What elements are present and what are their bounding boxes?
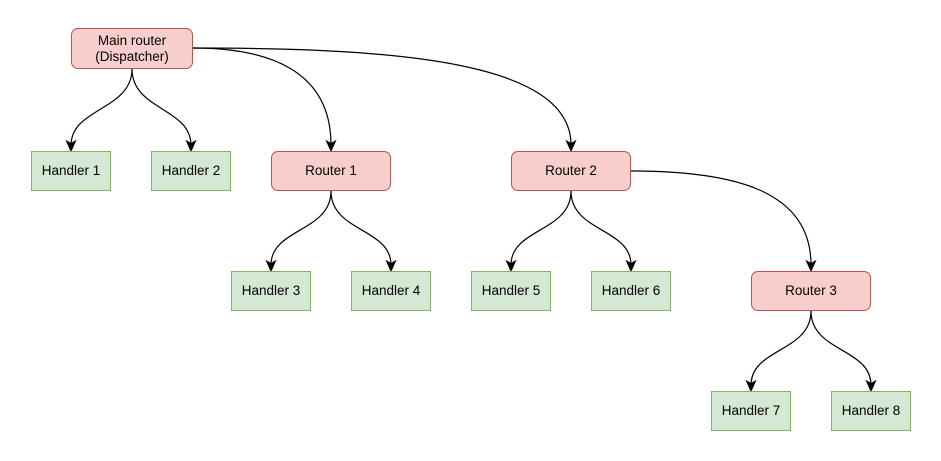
- node-main-router-label: Main router (Dispatcher): [95, 32, 169, 64]
- node-handler-2-label: Handler 2: [161, 163, 221, 179]
- node-handler-7[interactable]: Handler 7: [711, 391, 791, 431]
- node-handler-6-label: Handler 6: [601, 283, 661, 299]
- edge-router-1-to-handler-4: [330, 190, 397, 273]
- edge-router-3-to-handler-8: [810, 310, 877, 393]
- node-router-1-label: Router 1: [305, 163, 357, 179]
- node-handler-5-label: Handler 5: [481, 283, 541, 299]
- edge-main-router-to-router-1: [192, 47, 337, 153]
- edge-router-1-to-handler-3: [265, 190, 332, 273]
- node-router-2-label: Router 2: [545, 163, 597, 179]
- edge-router-2-to-handler-6: [570, 190, 637, 273]
- node-handler-5[interactable]: Handler 5: [471, 271, 551, 311]
- node-handler-6[interactable]: Handler 6: [591, 271, 671, 311]
- node-handler-3-label: Handler 3: [241, 283, 301, 299]
- node-handler-7-label: Handler 7: [721, 403, 781, 419]
- node-router-3[interactable]: Router 3: [751, 271, 871, 311]
- edge-router-2-to-handler-5: [505, 190, 572, 273]
- node-handler-8-label: Handler 8: [841, 403, 901, 419]
- edge-router-3-to-handler-7: [745, 310, 812, 393]
- edge-main-router-to-handler-2: [131, 68, 197, 153]
- node-main-router[interactable]: Main router (Dispatcher): [71, 28, 193, 69]
- node-handler-1-label: Handler 1: [41, 163, 101, 179]
- node-handler-1[interactable]: Handler 1: [31, 151, 111, 191]
- node-handler-4-label: Handler 4: [361, 283, 421, 299]
- edge-router-2-to-router-3: [630, 170, 817, 273]
- node-router-2[interactable]: Router 2: [511, 151, 631, 191]
- node-handler-8[interactable]: Handler 8: [831, 391, 911, 431]
- edge-main-router-to-handler-1: [65, 68, 133, 153]
- node-router-1[interactable]: Router 1: [271, 151, 391, 191]
- node-router-3-label: Router 3: [785, 283, 837, 299]
- node-handler-2[interactable]: Handler 2: [151, 151, 231, 191]
- node-handler-4[interactable]: Handler 4: [351, 271, 431, 311]
- node-handler-3[interactable]: Handler 3: [231, 271, 311, 311]
- edge-main-router-to-router-2: [192, 47, 577, 153]
